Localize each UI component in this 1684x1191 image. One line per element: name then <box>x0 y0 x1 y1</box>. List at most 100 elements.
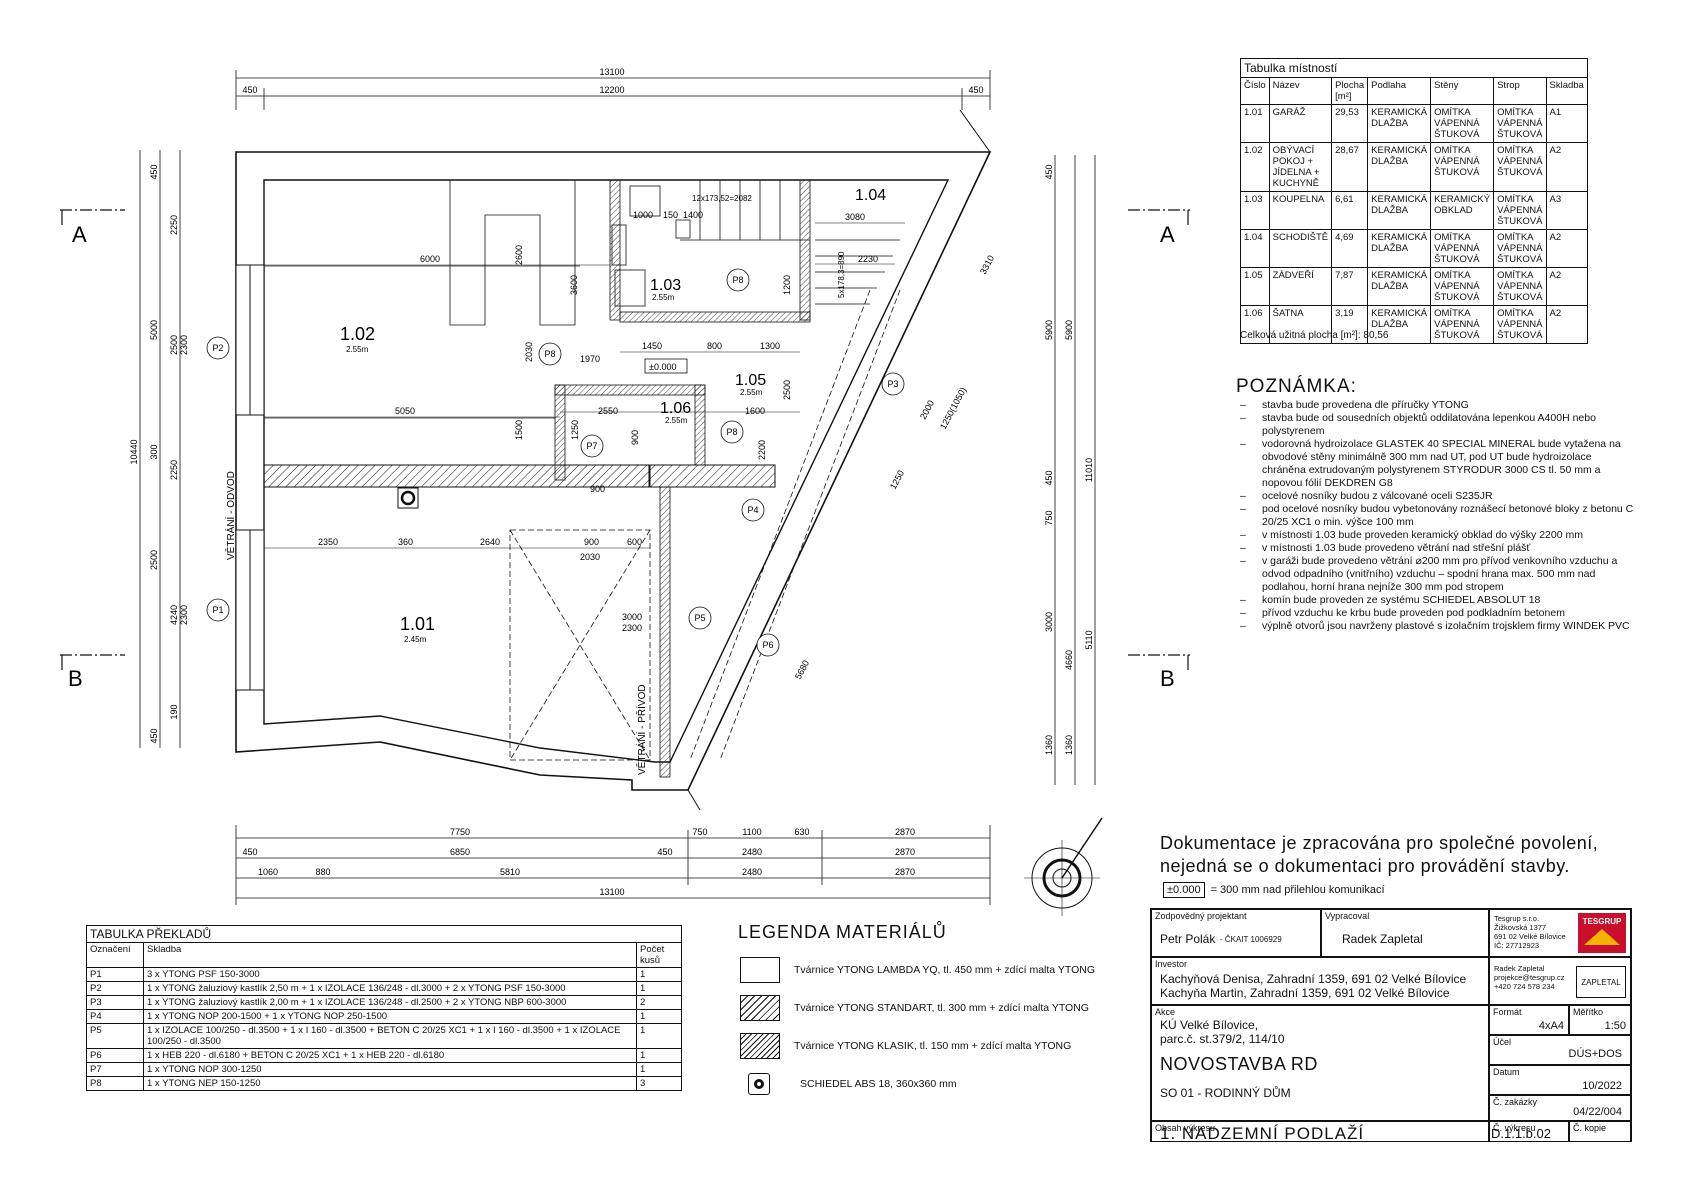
room-1-05: 1.05 <box>735 372 766 389</box>
list-item: v garáži bude provedeno větrání ⌀200 mm … <box>1236 555 1636 594</box>
dim-top-left: 450 <box>242 85 257 95</box>
contact-logo: ZAPLETAL <box>1576 966 1626 998</box>
dim-left-3: 5000 <box>149 320 159 340</box>
dim-inner-19: 3000 <box>622 612 642 622</box>
dim-inner-29: 1970 <box>580 354 600 364</box>
format-cell: Formát 4xA4 <box>1489 1005 1569 1035</box>
col-count: Počet kusů <box>636 942 682 968</box>
room-table-title: Tabulka místností <box>1240 58 1588 78</box>
dim-inner-3: 2350 <box>318 537 338 547</box>
dim-left-9: 4240 <box>169 605 179 625</box>
top-dimensions <box>235 70 991 110</box>
section-lines <box>60 209 1190 670</box>
list-item: přívod vzduchu ke krbu bude proveden pod… <box>1236 607 1636 620</box>
room-table: Tabulka místností Číslo Název Plocha [m²… <box>1240 58 1588 344</box>
dim-left-4: 2500 <box>169 335 179 355</box>
legend-label: Tvárnice YTONG KLASIK, tl. 150 mm + zdíc… <box>794 1040 1072 1052</box>
dim-inner-34: 2500 <box>782 380 792 400</box>
dim-inner-33: 1250 <box>570 420 580 440</box>
purpose-cell: Účel DÚS+DOS <box>1489 1035 1631 1065</box>
title-block: Zodpovědný projektant Petr Polák - ČKAIT… <box>1150 908 1632 1142</box>
total-area: Celková užitná plocha [m²]: 80,56 <box>1240 330 1389 341</box>
legend-swatch-hatch-fine <box>740 1033 780 1059</box>
date-cell: Datum 10/2022 <box>1489 1065 1631 1095</box>
content-cell: Obsah výkresu <box>1151 1121 1489 1141</box>
dim-left-12: 450 <box>149 728 159 743</box>
dim-right-9: 1360 <box>1044 735 1054 755</box>
dim-top-mid: 12200 <box>599 85 624 95</box>
dim-bot2-b: 6850 <box>450 847 470 857</box>
stairs <box>680 180 900 305</box>
vent-out-label: VĚTRÁNÍ - ODVOD <box>224 471 237 560</box>
lintel-tag-p3: P3 <box>887 379 898 389</box>
chimney-icon <box>397 487 419 509</box>
drawing-number: D.1.1.b.02 <box>1491 1126 1551 1141</box>
designer-cell: Zodpovědný projektant Petr Polák - ČKAIT… <box>1151 909 1321 957</box>
scale-cell: Měřítko 1:50 <box>1569 1005 1631 1035</box>
lintel-table-title: TABULKA PŘEKLADŮ <box>86 925 682 943</box>
dim-bot3-b: 880 <box>315 867 330 877</box>
dim-inner-20: 2300 <box>622 623 642 633</box>
col-ceiling: Strop <box>1493 77 1547 105</box>
dim-left-total: 10440 <box>129 439 139 464</box>
section-a-right: A <box>1160 222 1175 247</box>
dim-inner-14: 3080 <box>845 212 865 222</box>
dim-left-8: 2500 <box>149 550 159 570</box>
col-area: Plocha [m²] <box>1331 77 1369 105</box>
list-item: v místnosti 1.03 bude proveden keramický… <box>1236 529 1636 542</box>
lintel-tag-p7: P7 <box>586 441 597 451</box>
dim-left-1: 450 <box>149 164 159 179</box>
action-line-2: parc.č. st.379/2, 114/10 <box>1160 1032 1285 1046</box>
dim-bot3-e: 2870 <box>895 867 915 877</box>
dim-inner-30: 1200 <box>782 275 792 295</box>
height-ref-text: = 300 mm nad přilehlou komunikací <box>1210 884 1385 896</box>
dim-bot1-c: 1100 <box>742 827 761 837</box>
lintel-tag-p8b: P8 <box>544 349 555 359</box>
dim-inner-32: 900 <box>630 430 640 445</box>
lintel-tag-p2: P2 <box>212 343 223 353</box>
dim-inner-11: 1300 <box>760 341 780 351</box>
list-item: ocelové nosníky budou z válcované oceli … <box>1236 490 1636 503</box>
col-floor: Podlaha <box>1367 77 1432 105</box>
lintel-tag-p4: P4 <box>747 505 758 515</box>
disclaimer: Dokumentace je zpracována pro společné p… <box>1160 832 1630 878</box>
dim-inner-8: 2030 <box>580 552 600 562</box>
dim-inner-35: 2000 <box>918 399 936 421</box>
dim-inner-12: 2550 <box>598 406 618 416</box>
height-ref-box: ±0.000 <box>1163 882 1205 898</box>
dim-top-total: 13100 <box>599 67 624 77</box>
list-item: stavba bude provedena dle příručky YTONG <box>1236 399 1636 412</box>
col-name: Název <box>1268 77 1333 105</box>
dim-inner-1: 6000 <box>420 254 440 264</box>
garage-layout <box>509 289 901 761</box>
dim-left-6: 300 <box>149 444 159 459</box>
object-name: SO 01 - RODINNÝ DŮM <box>1160 1086 1291 1100</box>
legend-swatch-hatch <box>740 995 780 1021</box>
room-1-05-height: 2.55m <box>740 388 763 397</box>
list-item: v místnosti 1.03 bude provedeno větrání … <box>1236 542 1636 555</box>
dim-bot1-d: 630 <box>794 827 809 837</box>
dim-left-5: 2300 <box>179 335 189 355</box>
company-logo: TESGRUP <box>1578 913 1626 953</box>
lintel-table-header: Označení Skladba Počet kusů <box>86 942 682 968</box>
dim-bot2-a: 450 <box>242 847 257 857</box>
notes: POZNÁMKA: stavba bude provedena dle přír… <box>1236 376 1636 633</box>
inner-dimension-lines <box>264 222 905 549</box>
notes-title: POZNÁMKA: <box>1236 376 1357 397</box>
kitchen-counter <box>264 180 580 419</box>
col-mark: Označení <box>86 942 144 968</box>
dim-bot1-a: 7750 <box>450 827 470 837</box>
chimney-icon <box>748 1073 770 1095</box>
lintel-tag-p5: P5 <box>694 613 705 623</box>
legend-label: SCHIEDEL ABS 18, 360x360 mm <box>800 1078 957 1090</box>
